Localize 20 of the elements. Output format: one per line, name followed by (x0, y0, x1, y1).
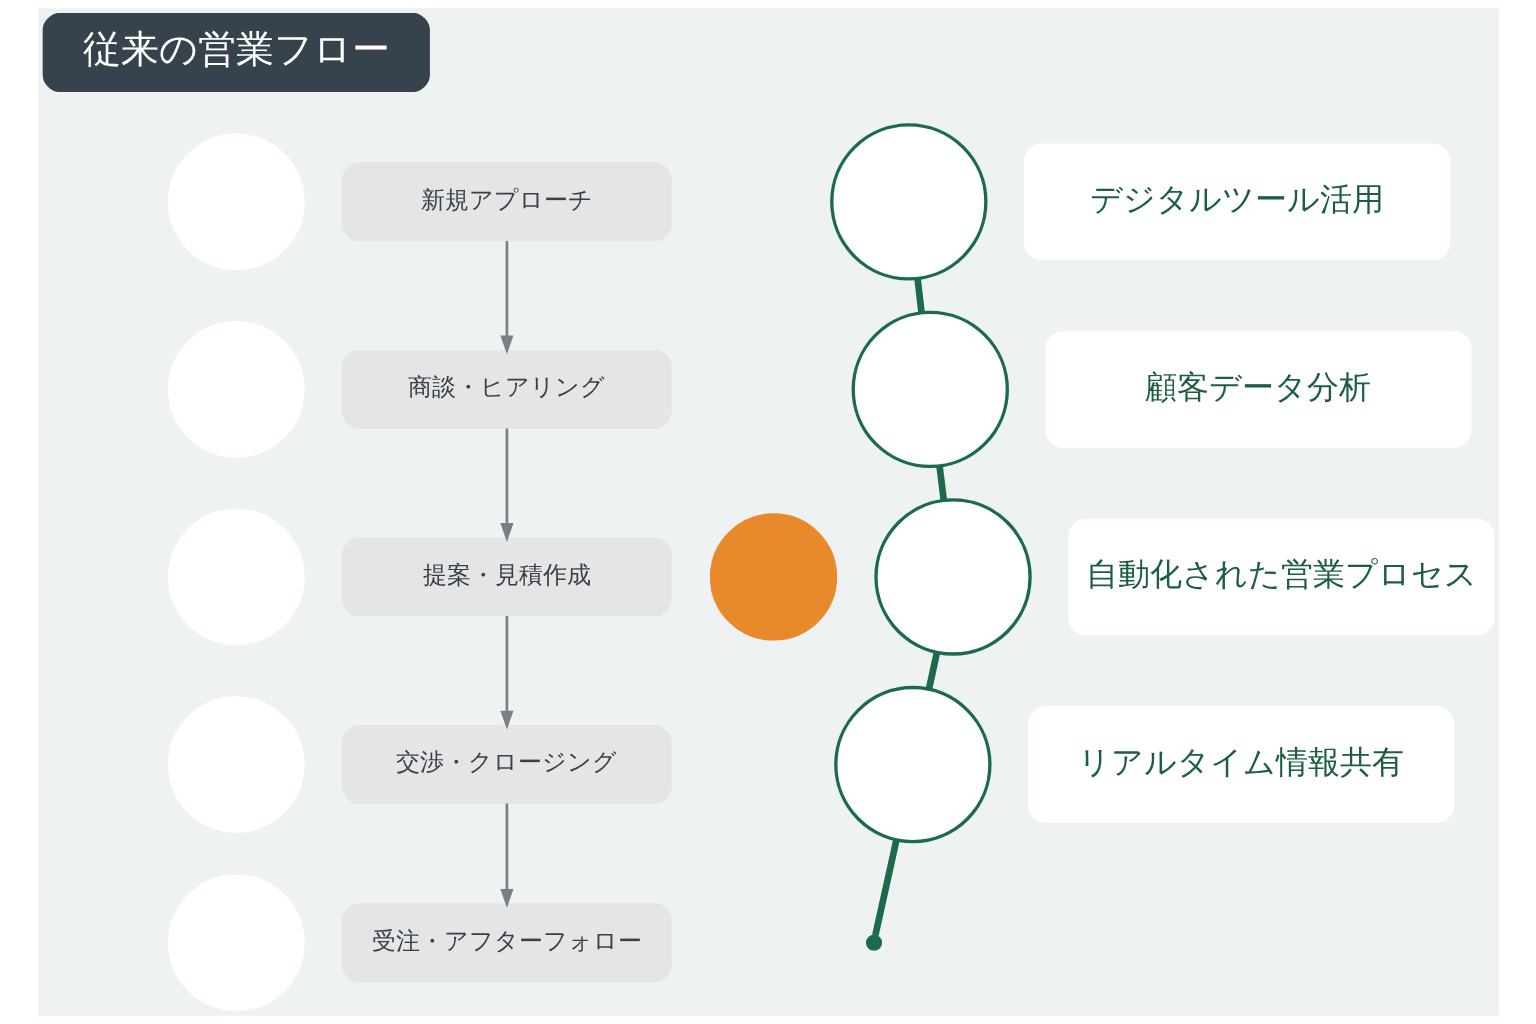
connector (913, 278, 925, 314)
connector (925, 651, 940, 690)
node-circle (851, 310, 1009, 469)
node-box: 交渉・クロージング (341, 725, 672, 805)
node-circle (873, 498, 1032, 656)
node-circle (833, 685, 992, 844)
node-circle (865, 934, 882, 951)
arrow (499, 803, 513, 908)
node-box: 受注・アフターフォロー (341, 903, 672, 983)
node-box: 商談・ヒアリング (341, 349, 672, 429)
arrow (499, 241, 513, 355)
node-box: 新規アプローチ (341, 162, 672, 242)
arrow (499, 616, 513, 730)
connector (935, 465, 947, 501)
arrow (499, 428, 513, 542)
node-circle (829, 123, 988, 281)
node-circle (709, 513, 837, 641)
connector (871, 839, 900, 936)
node-box: 従来の営業フロー (42, 12, 430, 92)
node-box: 提案・見積作成 (341, 537, 672, 617)
